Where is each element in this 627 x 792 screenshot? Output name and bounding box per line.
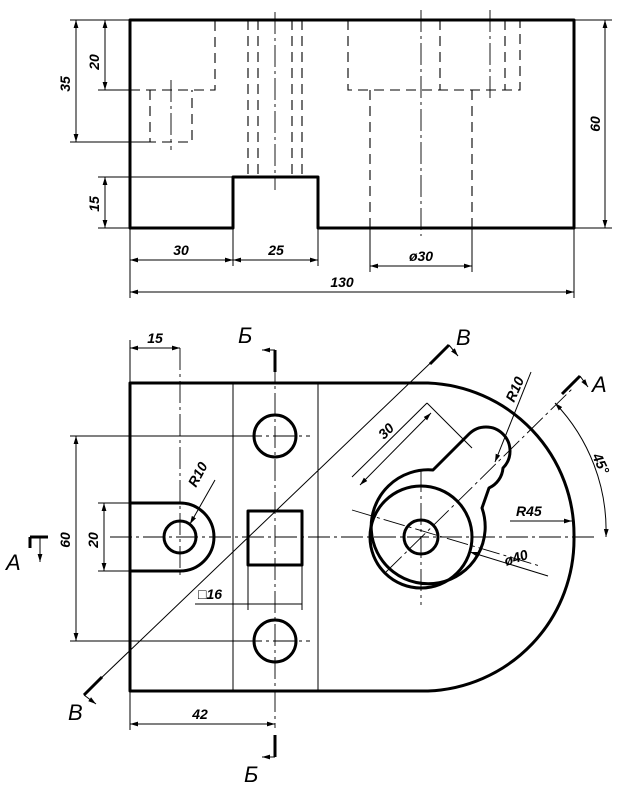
front-outline	[128, 18, 576, 230]
front-dim-phi30: ø30	[369, 228, 473, 272]
dim-text-45deg: 45°	[589, 450, 613, 477]
dim-text-top-20: 20	[85, 532, 101, 549]
dim-text-20: 20	[86, 54, 102, 71]
section-line-v	[95, 349, 445, 684]
dim-text-phi40: ø40	[502, 546, 530, 569]
top-dim-r45: R45	[510, 503, 572, 524]
boss-keyhole	[369, 425, 512, 586]
top-dim-phi40: ø40	[469, 546, 549, 577]
front-dim-60: 60	[574, 19, 612, 229]
dim-text-15: 15	[86, 196, 102, 212]
front-dim-30: 30	[129, 228, 234, 298]
dim-text-r45: R45	[516, 503, 542, 519]
top-dim-45deg: 45°	[554, 402, 613, 538]
dim-text-top-60: 60	[57, 532, 73, 548]
dim-text-30: 30	[173, 242, 189, 258]
top-dim-60: 60	[57, 435, 255, 642]
front-hidden-lines	[130, 20, 521, 228]
top-center-lines	[110, 348, 598, 728]
dim-text-25: 25	[267, 242, 284, 258]
dim-text-top-15: 15	[147, 330, 163, 346]
label-a-right: А	[590, 372, 607, 397]
dim-text-phi30: ø30	[409, 248, 433, 264]
top-dim-42: 42	[129, 691, 275, 730]
front-dim-25: 25	[233, 228, 319, 266]
label-v-bottom: В	[68, 700, 83, 725]
dim-text-slot-30: 30	[375, 420, 397, 442]
label-b-bottom: Б	[244, 762, 258, 787]
label-b-top: Б	[238, 323, 252, 348]
label-v-top: В	[456, 325, 471, 350]
front-dim-15: 15	[86, 176, 233, 229]
dim-text-35: 35	[57, 76, 73, 92]
front-dim-130: 130	[130, 228, 575, 298]
dim-text-r10-right: R10	[502, 374, 527, 404]
top-dim-15: 15	[129, 330, 180, 383]
front-view: 20 35 15 60 30	[57, 10, 612, 298]
top-dim-sq16: □16	[195, 565, 303, 610]
front-dim-20: 20	[86, 19, 130, 91]
dim-text-r10-left: R10	[185, 459, 211, 489]
top-dim-20: 20	[85, 502, 130, 572]
dim-text-sq16: □16	[198, 586, 222, 602]
label-a-left: А	[4, 550, 21, 575]
front-center-lines	[170, 10, 491, 236]
dim-text-42: 42	[191, 706, 208, 722]
front-dim-35: 35	[57, 19, 150, 143]
dim-text-60: 60	[587, 116, 603, 132]
top-dim-r10-left: R10	[185, 459, 216, 525]
dim-text-130: 130	[330, 274, 354, 290]
top-view: В В А А Б Б 15 R10 6	[4, 323, 613, 787]
top-dim-r10-right: R10	[494, 371, 532, 463]
